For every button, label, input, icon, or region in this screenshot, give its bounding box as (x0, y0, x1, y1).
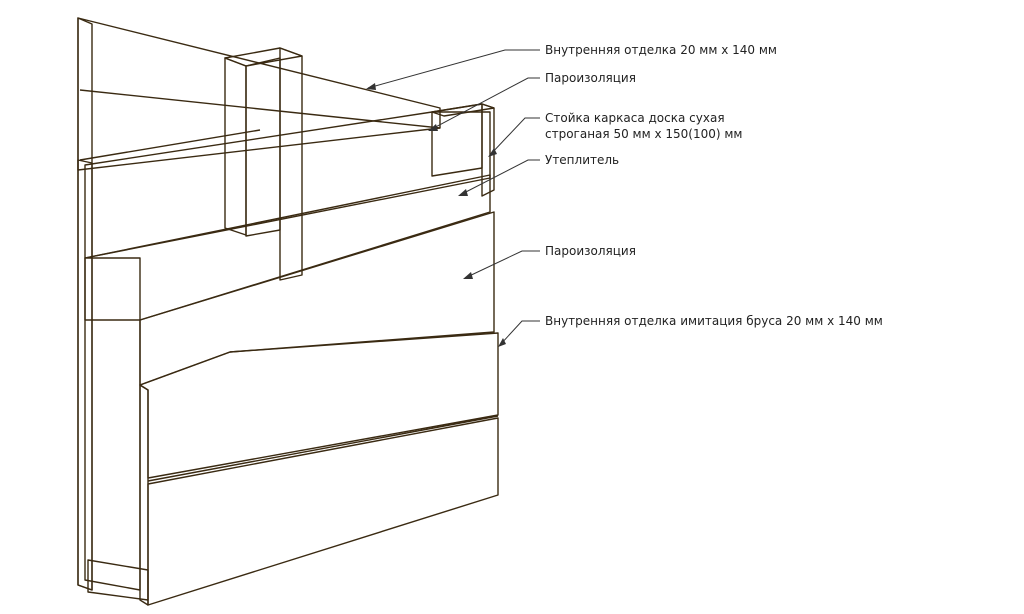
stud-left (224, 47, 303, 281)
insulation-top-face (84, 174, 491, 321)
arrowhead-stud (488, 148, 497, 157)
leader-insulation (459, 159, 540, 196)
label-vapor-barrier-bottom: Пароизоляция (545, 244, 636, 258)
label-vapor-barrier-top: Пароизоляция (545, 71, 636, 85)
outer-finish-left-strip (77, 159, 93, 591)
vapor-barrier-top-layer (84, 111, 491, 259)
label-insulation: Утеплитель (545, 153, 619, 167)
stud-right (431, 103, 495, 197)
vapor-barrier-bottom-face (139, 211, 495, 386)
arrowhead-vapor-barrier-top (428, 124, 438, 131)
arrowhead-outer-finish (366, 83, 376, 90)
leader-vapor-barrier-top (429, 77, 540, 131)
label-outer-finish: Внутренняя отделка 20 мм х 140 мм (545, 43, 777, 57)
outer-finish-bottom-block (87, 559, 149, 601)
inner-finish-board-top (139, 332, 499, 479)
studs-layer (224, 47, 495, 281)
label-stud-line2: строганая 50 мм х 150(100) мм (545, 127, 742, 141)
stud-left-front (224, 57, 247, 236)
leader-lines (366, 49, 540, 347)
leader-stud (489, 117, 540, 156)
labels: Внутренняя отделка 20 мм х 140 мм Пароиз… (545, 43, 883, 328)
vapor-barrier-bottom-layer (139, 211, 495, 386)
arrowhead-insulation (458, 189, 468, 196)
stud-right-side (481, 103, 495, 197)
arrowhead-vapor-barrier-bottom (463, 272, 473, 279)
insulation-side-face (84, 257, 141, 591)
outer-finish-layer (77, 17, 441, 601)
inner-finish-layer (139, 332, 499, 606)
inner-finish-edge (139, 384, 149, 606)
stud-left-body (245, 57, 281, 237)
vapor-barrier-top-face (84, 111, 491, 259)
arrowhead-inner-finish (498, 338, 506, 347)
label-stud-line1: Стойка каркаса доска сухая (545, 111, 725, 125)
leader-vapor-barrier-bottom (464, 250, 540, 279)
leader-inner-finish (499, 320, 540, 346)
outer-finish-top-face (77, 17, 441, 171)
stud-left-side (279, 47, 303, 281)
label-inner-finish: Внутренняя отделка имитация бруса 20 мм … (545, 314, 883, 328)
leader-outer-finish (367, 49, 540, 89)
